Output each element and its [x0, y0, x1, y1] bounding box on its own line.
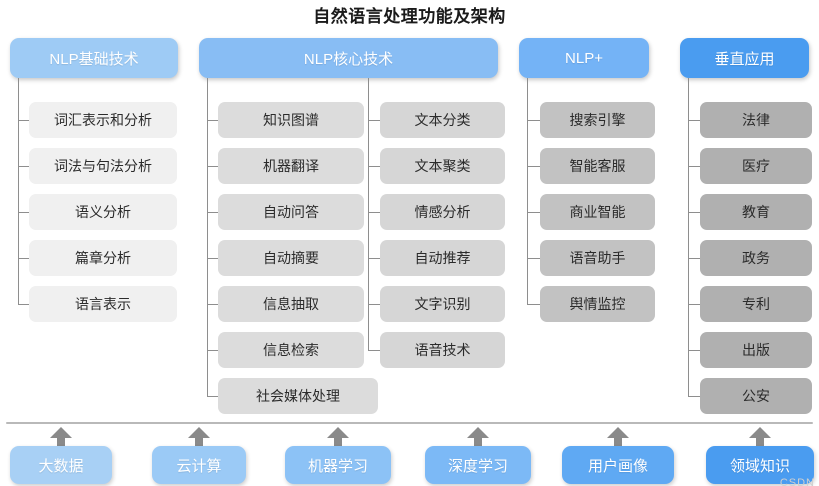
tree-branch — [368, 120, 380, 121]
node-nlp-plus-1[interactable]: 智能客服 — [540, 148, 655, 184]
tree-branch — [527, 166, 540, 167]
node-nlp-core-left-2[interactable]: 自动问答 — [218, 194, 364, 230]
column-header-nlp-plus[interactable]: NLP+ — [519, 38, 649, 78]
node-vertical-apps-6[interactable]: 公安 — [700, 378, 812, 414]
node-vertical-apps-4[interactable]: 专利 — [700, 286, 812, 322]
tree-branch — [368, 166, 380, 167]
node-nlp-basic-1[interactable]: 词法与句法分析 — [29, 148, 177, 184]
column-header-vertical-apps[interactable]: 垂直应用 — [680, 38, 809, 78]
foundation-box-1[interactable]: 云计算 — [152, 446, 246, 484]
tree-trunk-nlp-basic — [18, 78, 19, 304]
node-nlp-plus-4[interactable]: 舆情监控 — [540, 286, 655, 322]
page-title: 自然语言处理功能及架构 — [313, 7, 506, 26]
tree-trunk-nlp-core-right — [368, 78, 369, 350]
up-arrow-icon-1 — [188, 427, 210, 449]
up-arrow-icon-0 — [50, 427, 72, 449]
tree-branch — [368, 258, 380, 259]
tree-branch — [18, 304, 29, 305]
node-vertical-apps-3[interactable]: 政务 — [700, 240, 812, 276]
node-nlp-basic-3[interactable]: 篇章分析 — [29, 240, 177, 276]
arrow-head — [607, 427, 629, 438]
tree-branch — [207, 258, 218, 259]
arrow-head — [749, 427, 771, 438]
tree-trunk-nlp-plus — [527, 78, 528, 304]
node-nlp-plus-0[interactable]: 搜索引擎 — [540, 102, 655, 138]
column-header-nlp-basic[interactable]: NLP基础技术 — [10, 38, 178, 78]
foundation-divider — [6, 422, 813, 424]
foundation-box-4[interactable]: 用户画像 — [562, 446, 674, 484]
arrow-head — [327, 427, 349, 438]
node-vertical-apps-0[interactable]: 法律 — [700, 102, 812, 138]
tree-branch — [207, 166, 218, 167]
node-nlp-core-right-4[interactable]: 文字识别 — [380, 286, 505, 322]
up-arrow-icon-3 — [467, 427, 489, 449]
node-nlp-core-left-5[interactable]: 信息检索 — [218, 332, 364, 368]
tree-branch — [18, 166, 29, 167]
node-nlp-core-right-5[interactable]: 语音技术 — [380, 332, 505, 368]
node-vertical-apps-1[interactable]: 医疗 — [700, 148, 812, 184]
tree-branch — [688, 166, 700, 167]
tree-branch — [527, 120, 540, 121]
tree-branch — [688, 396, 700, 397]
tree-branch — [527, 304, 540, 305]
column-header-nlp-core[interactable]: NLP核心技术 — [199, 38, 498, 78]
node-vertical-apps-5[interactable]: 出版 — [700, 332, 812, 368]
foundation-box-2[interactable]: 机器学习 — [285, 446, 391, 484]
node-nlp-core-right-0[interactable]: 文本分类 — [380, 102, 505, 138]
tree-branch — [18, 258, 29, 259]
tree-branch — [18, 120, 29, 121]
tree-branch — [688, 212, 700, 213]
tree-trunk-vertical-apps — [688, 78, 689, 396]
tree-branch — [688, 120, 700, 121]
arrow-head — [50, 427, 72, 438]
foundation-box-3[interactable]: 深度学习 — [425, 446, 531, 484]
tree-branch — [527, 258, 540, 259]
node-nlp-core-right-3[interactable]: 自动推荐 — [380, 240, 505, 276]
tree-branch — [527, 212, 540, 213]
tree-branch — [368, 304, 380, 305]
watermark: CSDN — [779, 477, 815, 486]
arrow-head — [188, 427, 210, 438]
arrow-shaft — [334, 436, 342, 449]
up-arrow-icon-4 — [607, 427, 629, 449]
node-nlp-core-left-4[interactable]: 信息抽取 — [218, 286, 364, 322]
foundation-box-5[interactable]: 领域知识 — [706, 446, 814, 484]
tree-branch — [207, 396, 218, 397]
node-nlp-basic-2[interactable]: 语义分析 — [29, 194, 177, 230]
arrow-shaft — [57, 436, 65, 449]
up-arrow-icon-5 — [749, 427, 771, 449]
node-nlp-core-right-2[interactable]: 情感分析 — [380, 194, 505, 230]
node-nlp-plus-3[interactable]: 语音助手 — [540, 240, 655, 276]
tree-branch — [18, 212, 29, 213]
tree-branch — [207, 350, 218, 351]
node-nlp-basic-4[interactable]: 语言表示 — [29, 286, 177, 322]
node-nlp-basic-0[interactable]: 词汇表示和分析 — [29, 102, 177, 138]
tree-branch — [207, 304, 218, 305]
tree-branch — [207, 212, 218, 213]
arrow-shaft — [195, 436, 203, 449]
arrow-shaft — [474, 436, 482, 449]
tree-branch — [688, 350, 700, 351]
node-nlp-core-left-0[interactable]: 知识图谱 — [218, 102, 364, 138]
node-nlp-core-left-6[interactable]: 社会媒体处理 — [218, 378, 378, 414]
node-nlp-core-right-1[interactable]: 文本聚类 — [380, 148, 505, 184]
tree-branch — [207, 120, 218, 121]
arrow-shaft — [756, 436, 764, 449]
node-nlp-core-left-1[interactable]: 机器翻译 — [218, 148, 364, 184]
arrow-shaft — [614, 436, 622, 449]
up-arrow-icon-2 — [327, 427, 349, 449]
foundation-box-0[interactable]: 大数据 — [10, 446, 112, 484]
node-nlp-core-left-3[interactable]: 自动摘要 — [218, 240, 364, 276]
tree-branch — [368, 212, 380, 213]
arrow-head — [467, 427, 489, 438]
tree-branch — [688, 304, 700, 305]
tree-branch — [688, 258, 700, 259]
node-vertical-apps-2[interactable]: 教育 — [700, 194, 812, 230]
node-nlp-plus-2[interactable]: 商业智能 — [540, 194, 655, 230]
tree-branch — [368, 350, 380, 351]
tree-trunk-nlp-core-left — [207, 78, 208, 396]
